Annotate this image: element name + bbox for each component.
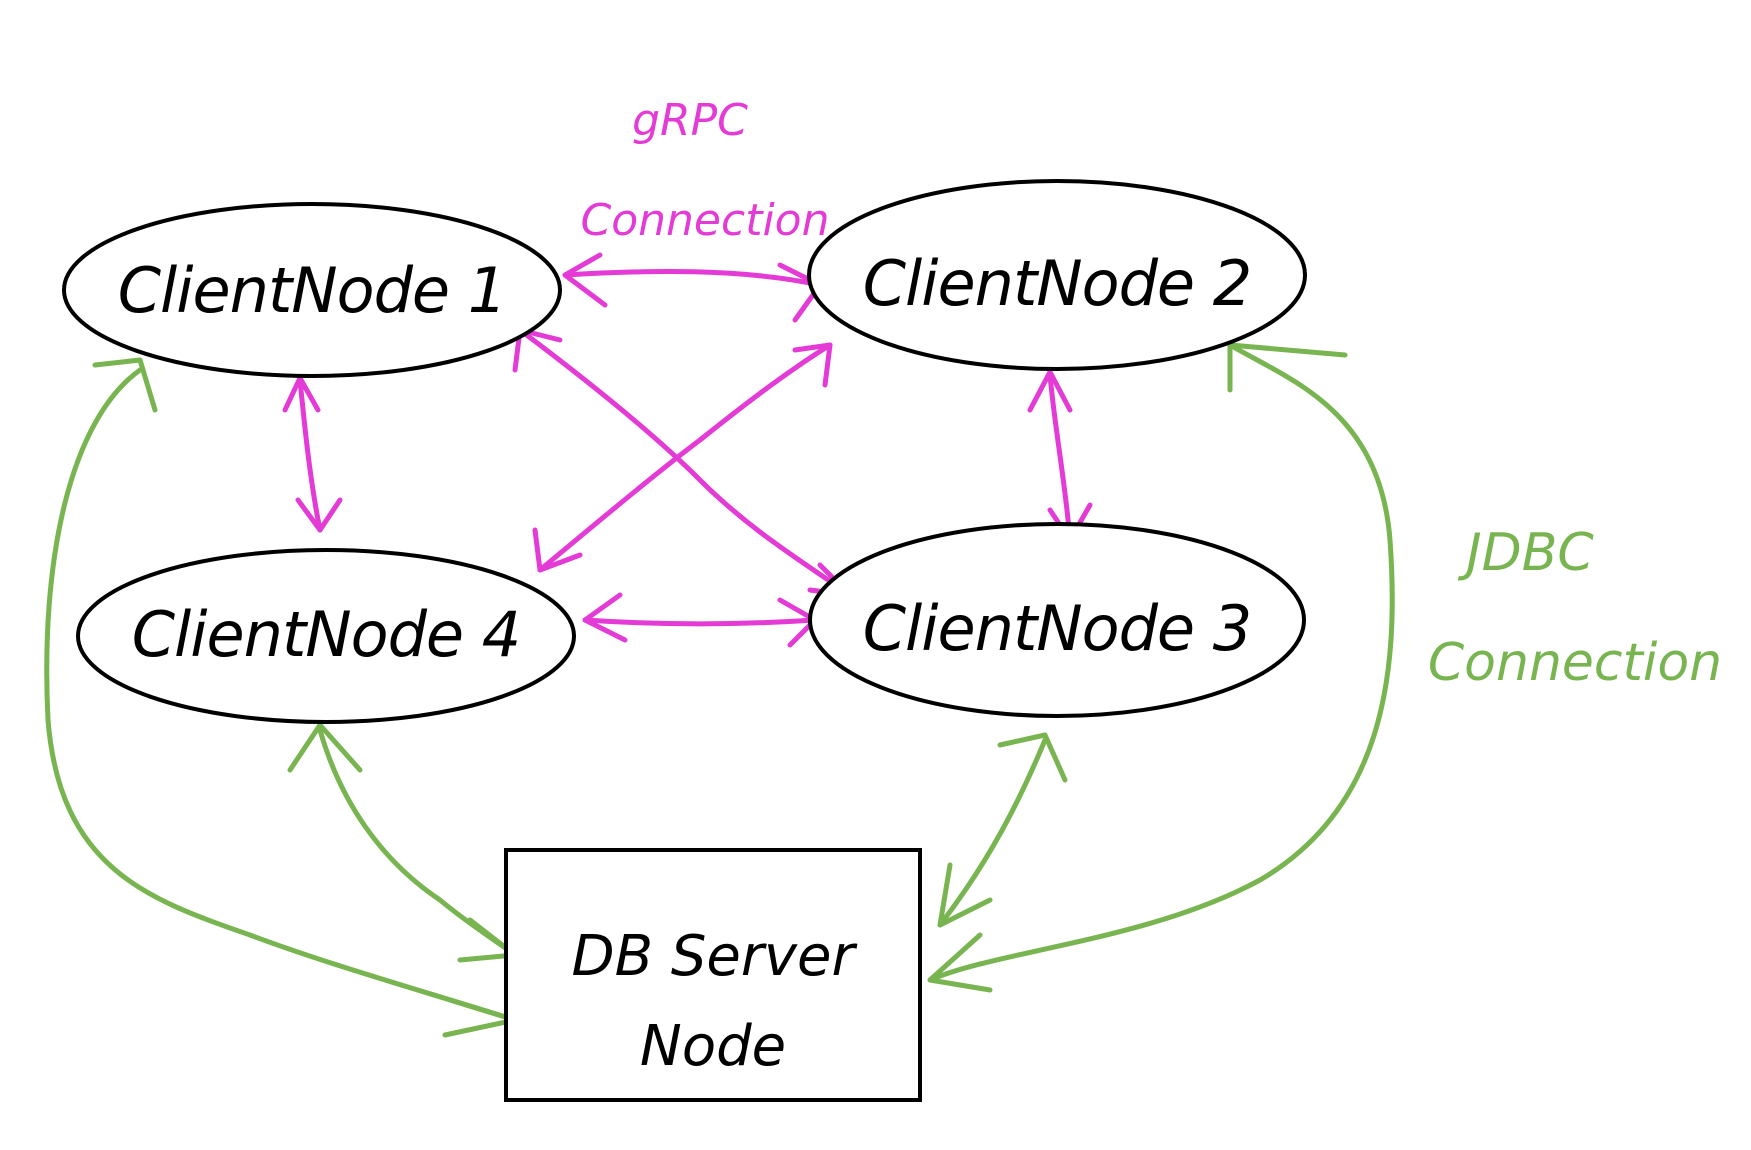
db-server-box [504, 848, 922, 1102]
jdbc-connections [44, 342, 1395, 1038]
grpc-arrowhead-c4-from-c1 [295, 497, 343, 533]
client-node-4-label: ClientNode 4 [132, 598, 520, 671]
client-node-2-label: ClientNode 2 [863, 247, 1251, 320]
client-node-3-ellipse [808, 522, 1306, 718]
jdbc-edge-client1-server [44, 367, 518, 1023]
jdbc-arrowhead-client4 [287, 722, 363, 773]
client-node-4: ClientNode 4 [76, 548, 576, 724]
grpc-arrowhead-c2-from-c4 [792, 342, 833, 388]
grpc-arrowhead-c2-from-c3 [1027, 369, 1073, 413]
jdbc-annotation: JDBC Connection [1428, 523, 1722, 693]
grpc-arrowhead-c4-from-c2 [532, 527, 583, 573]
client-node-1-ellipse [62, 202, 562, 378]
jdbc-edge-client3-server [937, 737, 1048, 928]
jdbc-arrowhead-server-right-high [937, 862, 993, 928]
grpc-annotation: gRPC Connection [581, 95, 830, 246]
db-server-label-line1: DB Server [572, 924, 858, 989]
client-node-3-label: ClientNode 3 [863, 592, 1251, 665]
grpc-connections [282, 252, 1093, 648]
jdbc-annotation-line1: JDBC [1457, 523, 1594, 583]
grpc-arrowhead-c1-from-c2 [562, 252, 608, 308]
grpc-edge-client4-client3 [582, 617, 818, 627]
jdbc-arrowhead-client3 [997, 732, 1068, 783]
grpc-edge-client1-client2 [562, 268, 823, 288]
client-node-1-label: ClientNode 1 [118, 254, 506, 327]
grpc-edge-client4-client2 [537, 342, 833, 573]
jdbc-arrowhead-client2 [1227, 342, 1348, 393]
jdbc-annotation-line2: Connection [1428, 633, 1722, 693]
grpc-annotation-line2: Connection [581, 195, 830, 246]
jdbc-edge-client4-server [317, 727, 518, 958]
client-node-3: ClientNode 3 [808, 522, 1306, 718]
client-node-4-ellipse [76, 548, 576, 724]
grpc-edge-client1-client3 [517, 327, 853, 598]
grpc-annotation-line1: gRPC [632, 95, 748, 146]
client-node-1: ClientNode 1 [62, 202, 562, 378]
grpc-arrowhead-c4-from-c3 [582, 592, 628, 643]
grpc-arrowhead-c1-from-c4 [282, 375, 321, 413]
jdbc-arrowhead-client1 [92, 357, 158, 413]
client-node-2-ellipse [807, 179, 1307, 371]
jdbc-edge-client2-server [927, 342, 1395, 983]
db-server-node: DB Server Node [504, 848, 922, 1102]
db-server-label-line2: Node [640, 1014, 786, 1079]
client-node-2: ClientNode 2 [807, 179, 1307, 371]
grpc-edge-client2-client3 [1047, 372, 1073, 543]
grpc-edge-client1-client4 [297, 377, 323, 533]
jdbc-arrowhead-server-right-low [927, 932, 993, 993]
